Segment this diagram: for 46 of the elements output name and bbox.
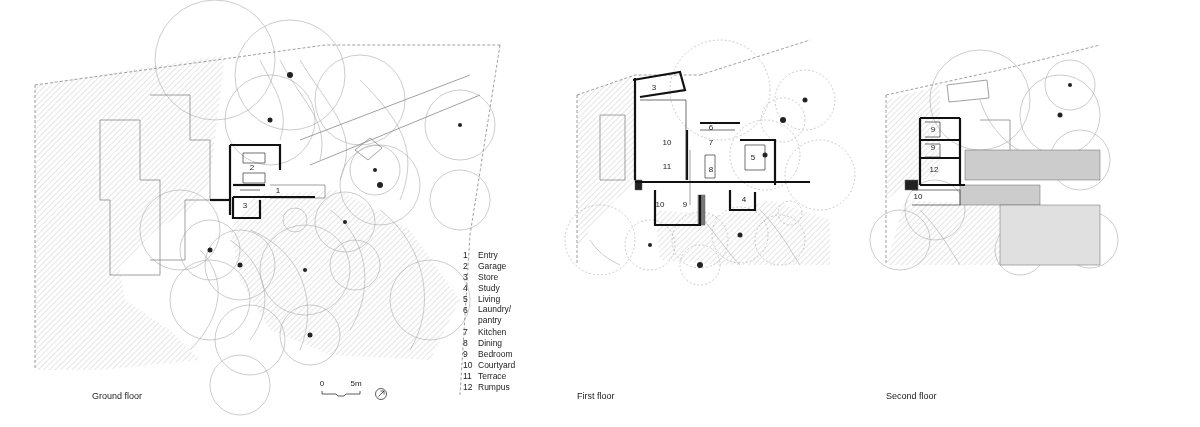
key-number: 12 — [463, 382, 473, 392]
key-room-name: Living — [478, 294, 501, 304]
key-room-name: Kitchen — [478, 327, 507, 337]
room-number: 11 — [662, 163, 672, 171]
room-number: 10 — [913, 193, 923, 201]
floor-title: Ground floor — [92, 391, 143, 401]
scale-label: 0 — [319, 380, 325, 388]
key-number: 1 — [463, 250, 468, 260]
key-number: 6 — [463, 305, 468, 315]
key-room-name: Study — [478, 283, 500, 293]
room-number: 3 — [242, 202, 248, 210]
key-room-name: Laundry/ pantry — [478, 304, 513, 326]
key-number: 4 — [463, 283, 468, 293]
key-room-name: Dining — [478, 338, 503, 348]
room-number: 1 — [275, 187, 281, 195]
key-room-name: Garage — [478, 261, 507, 271]
key-room-name: Courtyard — [478, 360, 516, 370]
key-number: 11 — [463, 371, 472, 381]
room-number: 8 — [708, 166, 714, 174]
key-number: 7 — [463, 327, 468, 337]
room-number: 9 — [930, 144, 936, 152]
room-number: 5 — [750, 154, 756, 162]
room-number: 3 — [651, 84, 657, 92]
room-number: 10 — [655, 201, 665, 209]
room-number: 9 — [682, 201, 688, 209]
room-number: 6 — [708, 124, 714, 132]
key-number: 5 — [463, 294, 468, 304]
key-number: 10 — [463, 360, 473, 370]
key-number: 3 — [463, 272, 468, 282]
room-number: 10 — [662, 139, 672, 147]
key-room-name: Store — [478, 272, 499, 282]
key-number: 9 — [463, 349, 468, 359]
key-room-name: Rumpus — [478, 382, 510, 392]
key-number: 2 — [463, 261, 468, 271]
room-number: 12 — [929, 166, 939, 174]
room-number: 9 — [930, 126, 936, 134]
floor-title: First floor — [577, 391, 615, 401]
scale-label: 5m — [350, 380, 362, 388]
key-room-name: Bedroom — [478, 349, 513, 359]
room-number: 7 — [708, 139, 714, 147]
key-room-name: Terrace — [478, 371, 507, 381]
floor-title: Second floor — [886, 391, 937, 401]
key-room-name: Entry — [478, 250, 498, 260]
room-number: 4 — [741, 196, 747, 204]
key-number: 8 — [463, 338, 468, 348]
room-number: 2 — [249, 164, 255, 172]
